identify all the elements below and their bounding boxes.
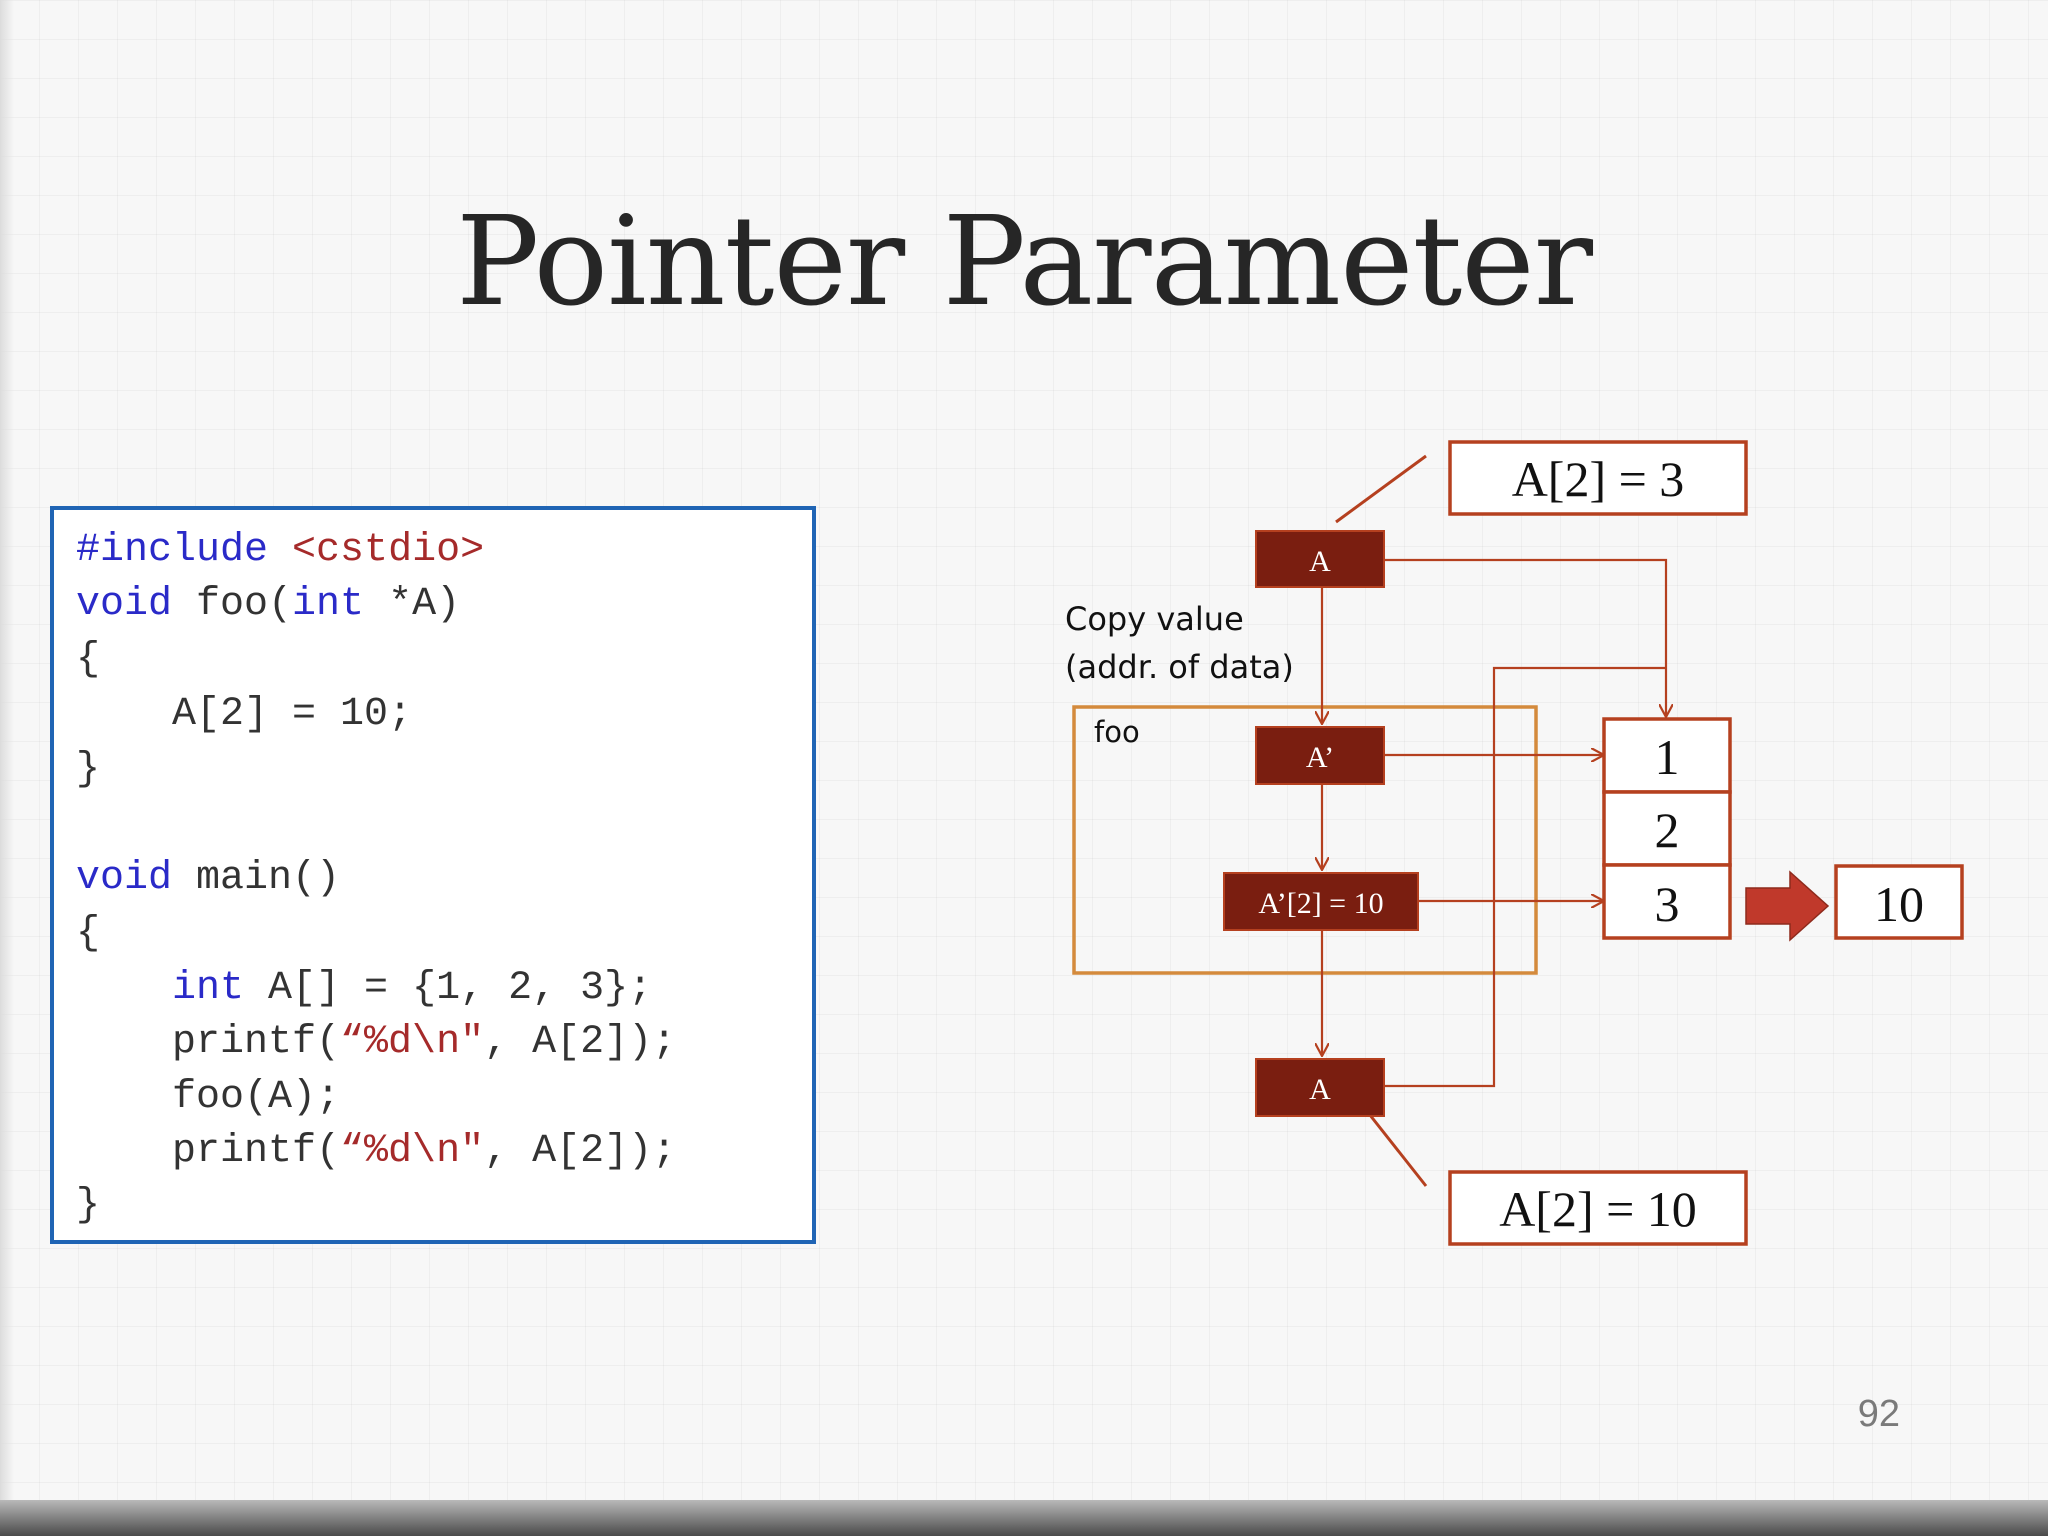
slide-bottom-edge: [0, 1500, 2048, 1536]
callout-before-text: A[2] = 3: [1512, 451, 1685, 507]
code-line: }: [76, 745, 100, 795]
main-a-box-bottom: [1255, 1058, 1385, 1117]
code-line: #include <cstdio>: [76, 526, 484, 576]
pointer-diagram: foo A[2] = 3 A[2] = 10 A A’ A’[2] = 10 A: [1065, 440, 1964, 1246]
code-line: }: [76, 1181, 100, 1231]
code-line: printf(“%d\n", A[2]);: [76, 1127, 676, 1177]
code-token: {: [76, 637, 101, 682]
callout-before-pointer: [1335, 454, 1427, 524]
code-box: #include <cstdio>void foo(int *A){ A[2] …: [50, 506, 816, 1244]
callout-after-pointer: [1364, 1109, 1428, 1187]
slide-margin-shade: [0, 0, 14, 1500]
code-token: void: [76, 582, 173, 627]
slide: Pointer Parameter #include <cstdio>void …: [0, 0, 2048, 1500]
array-cell-3-value: 3: [1655, 876, 1680, 932]
code-token: , A[2]);: [484, 1129, 677, 1174]
foo-a-label: A’: [1306, 741, 1334, 774]
callout-after-text: A[2] = 10: [1499, 1181, 1697, 1237]
foo-scope-box: [1072, 705, 1538, 975]
line-bottom-a-to-array: [1384, 666, 1666, 1088]
code-line: {: [76, 635, 100, 685]
code-token: {: [76, 911, 101, 956]
arrow-top-a-to-array: [1384, 558, 1666, 717]
code-token: int: [292, 582, 365, 627]
code-token: #include: [76, 528, 293, 573]
result-arrow: [1745, 870, 1830, 942]
callout-before-box: [1448, 440, 1748, 516]
code-line: {: [76, 909, 100, 959]
main-a-label-bottom: A: [1309, 1073, 1331, 1106]
copy-value-label-line2: (addr. of data): [1065, 648, 1294, 686]
main-a-label-top: A: [1309, 545, 1331, 578]
array-cell-1: [1602, 717, 1732, 794]
foo-scope-label: foo: [1094, 715, 1140, 749]
array-cell-2-value: 2: [1655, 802, 1680, 858]
foo-a-box: [1255, 726, 1385, 785]
page-number: 92: [1857, 1393, 1900, 1435]
code-token: “%d\n": [340, 1020, 485, 1065]
code-line: void foo(int *A): [76, 580, 460, 630]
array-cell-1-value: 1: [1655, 729, 1680, 785]
main-a-box-top: [1255, 530, 1385, 588]
code-token: foo(: [172, 582, 293, 627]
result-value: 10: [1874, 876, 1924, 932]
code-token: “%d\n": [340, 1129, 485, 1174]
code-line: foo(A);: [76, 1073, 340, 1123]
code-token: }: [76, 1183, 101, 1228]
code-token: *A): [364, 582, 461, 627]
code-token: void: [76, 856, 173, 901]
foo-assign-label: A’[2] = 10: [1258, 887, 1383, 920]
code-line: A[2] = 10;: [76, 690, 412, 740]
code-token: int: [172, 966, 245, 1011]
copy-value-label-line1: Copy value: [1065, 600, 1244, 638]
result-box: [1834, 864, 1964, 940]
code-token: foo(A);: [76, 1075, 341, 1120]
slide-title: Pointer Parameter: [456, 190, 1593, 334]
code-line: printf(“%d\n", A[2]);: [76, 1018, 676, 1068]
code-token: A[2] = 10;: [76, 692, 413, 737]
connector-lines: [1322, 454, 1666, 1187]
code-token: A[] = {1, 2, 3};: [244, 966, 653, 1011]
code-token: , A[2]);: [484, 1020, 677, 1065]
array-cell-3: [1602, 863, 1732, 940]
callout-after-box: [1448, 1170, 1748, 1246]
code-token: printf(: [76, 1020, 341, 1065]
code-token: <cstdio>: [292, 528, 485, 573]
code-line: void main(): [76, 854, 340, 904]
code-token: }: [76, 747, 101, 792]
foo-assign-box: [1223, 872, 1419, 931]
code-line: int A[] = {1, 2, 3};: [76, 964, 652, 1014]
code-token: main(): [172, 856, 341, 901]
array-cell-2: [1602, 790, 1732, 867]
code-token: printf(: [76, 1129, 341, 1174]
